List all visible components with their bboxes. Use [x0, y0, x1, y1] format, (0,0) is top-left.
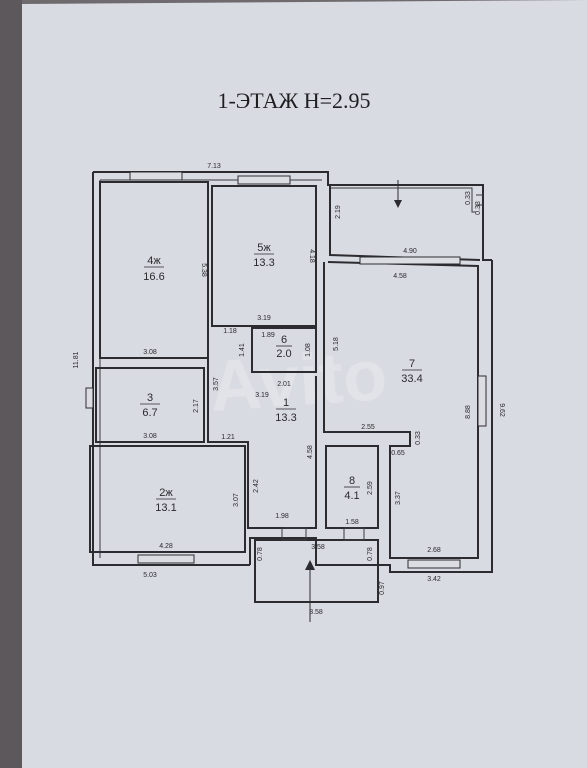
- room-8-area: 4.1: [344, 490, 359, 502]
- dim-room7-left: 5.18: [333, 337, 340, 351]
- dim-left-total: 11.81: [73, 351, 80, 368]
- dim-room5-height: 4.18: [308, 249, 315, 263]
- dim-room6-h1: 1.41: [239, 343, 246, 357]
- dim-terrace-width: 4.90: [403, 248, 417, 255]
- dim-room4-height: 5.38: [200, 263, 207, 277]
- dim-room6-w1: 1.18: [223, 328, 237, 335]
- dim-room7-step: 0.65: [391, 450, 405, 457]
- dim-room6-h2: 1.08: [305, 343, 312, 357]
- dimension-labels: 7.13 11.81 9.62 5.03 3.42 3.58 3.58 0.97…: [73, 163, 505, 616]
- dim-terrace-small-2: 0.33: [475, 201, 482, 215]
- room-8-number: 8: [349, 475, 355, 487]
- dim-terrace-height: 2.19: [335, 205, 342, 219]
- dim-room7-offset: 0.33: [415, 431, 422, 445]
- watermark: Avito: [207, 335, 389, 427]
- room-7-area: 33.4: [401, 373, 422, 385]
- dim-top-total: 7.13: [207, 163, 221, 170]
- dim-bottom-right: 3.42: [427, 576, 441, 583]
- windows: [85, 171, 487, 569]
- room-5-outline: [211, 185, 317, 327]
- paper-sheet: [22, 0, 587, 768]
- dim-room4-width: 3.08: [143, 349, 157, 356]
- plan-title: 1-ЭТАЖ Н=2.95: [217, 88, 370, 113]
- room-5-number: 5ж: [257, 242, 271, 254]
- room-labels: 4ж 16.6 5ж 13.3 6 2.0 7 33.4 3 6.7 1 13.…: [140, 242, 423, 514]
- room-7-number: 7: [409, 358, 415, 370]
- porch: [254, 527, 379, 622]
- room-5-area: 13.3: [253, 257, 274, 269]
- room-6-number: 6: [281, 334, 287, 346]
- dim-room7-top: 4.58: [393, 273, 407, 280]
- room-6-area: 2.0: [276, 348, 291, 360]
- room-7-outline: [323, 261, 479, 559]
- dim-room5-width: 3.19: [257, 315, 271, 322]
- dim-room2-width: 4.28: [159, 543, 173, 550]
- room-2-number: 2ж: [159, 487, 173, 499]
- dim-room8-width: 1.58: [345, 519, 359, 526]
- room-3-area: 6.7: [142, 407, 157, 419]
- dim-room6-w2: 1.89: [261, 332, 275, 339]
- room-3-outline: [95, 367, 205, 443]
- room-1-number: 1: [283, 397, 289, 409]
- outer-walls: [92, 171, 493, 573]
- dim-porch-outer-width: 3.58: [309, 609, 323, 616]
- room-4-number: 4ж: [147, 255, 161, 267]
- dim-room3-gap: 1.21: [221, 434, 235, 441]
- dim-room3-height: 2.17: [193, 399, 200, 413]
- room-4-area: 16.6: [143, 271, 164, 283]
- dim-porch-depth: 0.97: [379, 581, 386, 595]
- binder-edge: [0, 0, 22, 768]
- room-1-area: 13.3: [275, 412, 296, 424]
- dim-porch-right: 0.78: [367, 547, 374, 561]
- room-4-outline: [99, 181, 209, 359]
- dim-right-total: 9.62: [498, 403, 505, 417]
- dim-room8-height: 2.59: [367, 481, 374, 495]
- dim-hall-bottom: 1.98: [275, 513, 289, 520]
- room-2-outline: [89, 445, 246, 553]
- dim-room2-height: 3.07: [233, 493, 240, 507]
- dim-hall-left: 3.57: [213, 377, 220, 391]
- dim-room3-width: 3.08: [143, 433, 157, 440]
- dim-hall-right: 4.58: [307, 445, 314, 459]
- dim-terrace-small-1: 0.33: [465, 191, 472, 205]
- dim-bottom-left: 5.03: [143, 572, 157, 579]
- dim-room7-height: 8.88: [465, 405, 472, 419]
- dim-room7-bottom: 2.68: [427, 547, 441, 554]
- dim-porch-width: 3.58: [311, 544, 325, 551]
- dim-hall-width: 3.19: [255, 392, 269, 399]
- room-2-area: 13.1: [155, 502, 176, 514]
- room-6-outline: [251, 327, 317, 373]
- dim-hall-top: 2.01: [277, 381, 291, 388]
- room-1-outline: [207, 326, 317, 529]
- dim-corridor-width: 2.55: [361, 424, 375, 431]
- dim-porch-left: 0.78: [257, 547, 264, 561]
- dim-room7-lower: 3.37: [395, 491, 402, 505]
- room-3-number: 3: [147, 392, 153, 404]
- dim-hall-lower: 2.42: [253, 479, 260, 493]
